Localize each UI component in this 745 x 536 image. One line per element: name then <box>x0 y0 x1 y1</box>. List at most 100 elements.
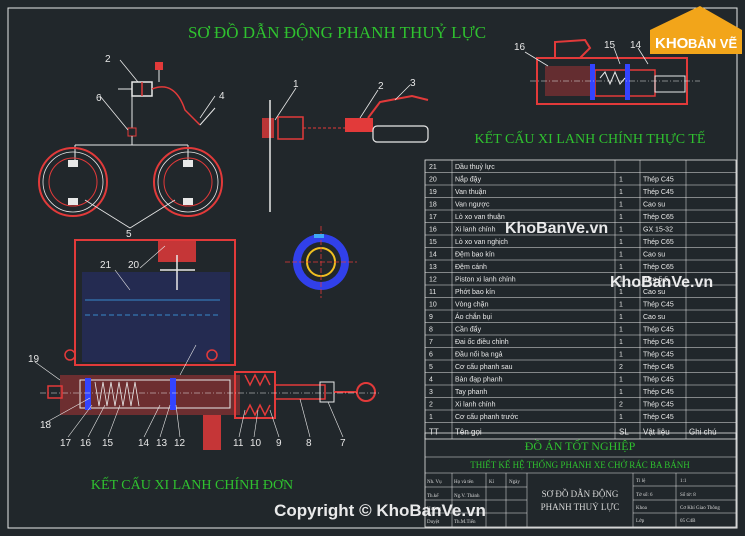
bom-header-no: TT <box>429 428 439 437</box>
date-header: Ngày <box>509 480 520 485</box>
drawing-name-1: SƠ ĐỒ DẪN ĐỘNG <box>542 489 619 499</box>
bom-header-mat: Vật liệu <box>643 428 670 437</box>
bom-cell-no: 12 <box>429 277 437 284</box>
logo-banve: BẢN VẼ <box>688 36 737 51</box>
bom-cell-mat: Thép C45 <box>643 302 674 309</box>
bom-cell-name: Lò xo van nghịch <box>455 239 508 246</box>
label-20: 20 <box>128 260 140 271</box>
logo-kho: KHO <box>655 35 689 52</box>
label-15a: 15 <box>604 40 616 51</box>
bom-cell-name: Cơ cấu phanh trước <box>455 412 519 421</box>
bom-cell-name: Đầu nối ba ngả <box>455 350 503 359</box>
right-1-0: Tờ số: 6 <box>636 493 653 498</box>
bom-cell-mat: Thép C65 <box>643 239 674 246</box>
label-6: 6 <box>96 93 102 104</box>
drawing-frame <box>7 7 738 529</box>
bom-cell-name: Đai ốc điều chỉnh <box>455 337 509 346</box>
bom-cell-qty: 1 <box>619 214 623 221</box>
bom-cell-no: 9 <box>429 314 433 321</box>
bom-cell-qty: 1 <box>619 389 623 396</box>
bom-cell-mat: Cao su <box>643 289 665 296</box>
bom-cell-mat: Thép C65 <box>643 264 674 271</box>
bom-cell-qty: 1 <box>619 302 623 309</box>
label-18: 18 <box>40 420 52 431</box>
brake-lever <box>367 94 429 119</box>
bom-cell-mat: Thép C45 <box>643 177 674 184</box>
bom-cell-mat: Thép C45 <box>643 414 674 421</box>
label-13: 13 <box>156 438 168 449</box>
bom-header-qty: SL <box>619 428 629 437</box>
bom-cell-mat: GX 15-32 <box>643 227 673 234</box>
bom-cell-no: 15 <box>429 239 437 246</box>
name-1: Ng.V. Thành <box>454 494 480 499</box>
bom-cell-name: Piston xi lanh chính <box>455 277 516 284</box>
right-3-0: Lớp <box>636 519 645 524</box>
bom-cell-name: Phớt bao kín <box>455 289 495 296</box>
bom-cell-qty: 1 <box>619 202 623 209</box>
bom-cell-name: Van thuận <box>455 189 487 196</box>
label-19: 19 <box>28 354 40 365</box>
bom-cell-mat: Cao su <box>643 314 665 321</box>
label-4: 4 <box>219 91 225 102</box>
bom-cell-qty: 1 <box>619 289 623 296</box>
single-master-cylinder: 19 18 17 16 15 14 13 12 11 10 9 8 7 20 2… <box>28 239 380 450</box>
bom-cell-qty: 1 <box>619 339 623 346</box>
bom-cell-qty: 1 <box>619 327 623 334</box>
bom-cell-no: 6 <box>429 352 433 359</box>
bom-cell-no: 21 <box>429 164 437 171</box>
bom-cell-no: 4 <box>429 377 433 384</box>
reservoir-symbol <box>155 62 163 70</box>
label-2b: 2 <box>378 81 384 92</box>
actual-title: KẾT CẤU XI LANH CHÍNH THỰC TẾ <box>475 130 706 147</box>
tee-fitting <box>127 127 137 137</box>
bom-cell-qty: 1 <box>619 377 623 384</box>
watermark-site-2: KhoBanVe.vn <box>610 274 713 291</box>
right-2-1: Cơ Khí Giao Thông <box>680 506 720 511</box>
hydraulic-schematic: 2 6 4 5 1 2 3 <box>38 54 429 240</box>
label-16a: 16 <box>514 42 526 53</box>
bom-cell-no: 10 <box>429 302 437 309</box>
bom-cell-mat: Alco 5,5 <box>643 277 668 284</box>
bom-cell-mat: Cao su <box>643 202 665 209</box>
right-0-0: Tỉ lệ <box>636 479 646 484</box>
rear-brake-drum-right <box>153 147 223 217</box>
label-17: 17 <box>60 438 72 449</box>
bom-cell-name: Tay phanh <box>455 389 487 396</box>
bom-cell-no: 3 <box>429 389 433 396</box>
bom-header-note: Ghi chú <box>689 428 717 437</box>
bom-cell-no: 8 <box>429 327 433 334</box>
actual-master-cylinder: 16 15 14 <box>514 38 700 105</box>
watermark-copyright: Copyright © KhoBanVe.vn <box>274 501 486 520</box>
bom-cell-qty: 1 <box>619 264 623 271</box>
bom-cell-name: Đệm bao kín <box>455 252 495 259</box>
bom-cell-mat: Thép C45 <box>643 339 674 346</box>
label-7: 7 <box>340 438 346 449</box>
bom-cell-name: Dầu thuỷ lực <box>455 162 495 171</box>
role-3: Duyệt <box>427 520 440 525</box>
bom-cell-name: Vòng chặn <box>455 302 489 309</box>
subject-title: THIẾT KẾ HỆ THỐNG PHANH XE CHỞ RÁC BA BÁ… <box>470 460 690 470</box>
bom-cell-no: 13 <box>429 264 437 271</box>
bom-cell-qty: 2 <box>619 364 623 371</box>
main-title: SƠ ĐỒ DẪN ĐỘNG PHANH THUỶ LỰC <box>188 23 486 42</box>
bom-cell-name: Áo chắn bụi <box>455 312 492 321</box>
role-1: Th.kế <box>427 494 439 499</box>
bom-cell-no: 1 <box>429 414 433 421</box>
single-title: KẾT CẤU XI LANH CHÍNH ĐƠN <box>91 476 293 493</box>
bom-cell-no: 17 <box>429 214 437 221</box>
label-21: 21 <box>100 260 112 271</box>
front-caliper <box>277 116 304 140</box>
label-10: 10 <box>250 438 262 449</box>
bom-cell-name: Đệm cánh <box>455 264 487 271</box>
handlebar-grip <box>372 125 429 143</box>
role-2: Hướng <box>427 507 441 512</box>
bom-cell-no: 11 <box>429 289 436 296</box>
drawing-name-2: PHANH THUỶ LỰC <box>541 502 620 512</box>
watermark-logo: KHO BẢN VẼ <box>650 6 742 54</box>
flange-section <box>285 226 357 298</box>
label-12: 12 <box>174 438 186 449</box>
label-1: 1 <box>293 79 299 90</box>
bom-cell-name: Cần đẩy <box>455 325 482 334</box>
bom-cell-qty: 1 <box>619 252 623 259</box>
bom-cell-name: Bàn đạp phanh <box>455 377 503 384</box>
